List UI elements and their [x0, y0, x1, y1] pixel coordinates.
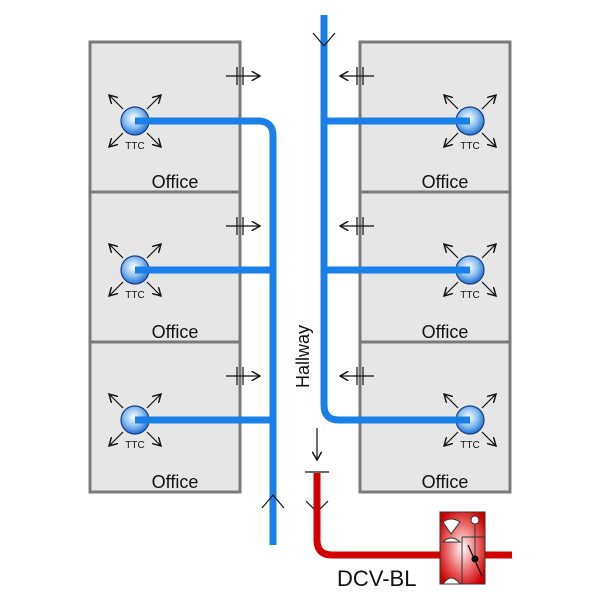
- airflow-arrow-icon: [444, 394, 459, 409]
- damper-label: DCV-BL: [337, 566, 416, 591]
- airflow-arrow-icon: [481, 95, 496, 110]
- airflow-arrow-icon: [444, 132, 459, 147]
- airflow-arrow-icon: [444, 95, 459, 110]
- airflow-arrow-icon: [444, 281, 459, 296]
- airflow-arrow-icon: [146, 431, 161, 446]
- room-outline: [88, 40, 242, 194]
- airflow-arrow-icon: [481, 394, 496, 409]
- airflow-arrow-icon: [109, 132, 124, 147]
- room-outline: [358, 40, 512, 194]
- hallway-label: Hallway: [293, 325, 313, 388]
- transfer-grille-icon: [226, 67, 260, 85]
- airflow-arrow-icon: [146, 132, 161, 147]
- airflow-arrow-icon: [109, 431, 124, 446]
- main-exhaust-duct: [313, 473, 512, 559]
- airflow-arrow-icon: [109, 394, 124, 409]
- ttc-label: TTC: [460, 141, 479, 152]
- outlet-arrow-bottom: [261, 494, 285, 509]
- inlet-arrow-top: [312, 32, 336, 47]
- transfer-grille-icon: [340, 367, 374, 385]
- airflow-arrow-icon: [146, 95, 161, 110]
- dcv-bl-damper[interactable]: [439, 511, 486, 585]
- actuator-icon: [470, 515, 480, 525]
- office-room[interactable]: Office TTC: [88, 40, 242, 194]
- airflow-arrow-icon: [481, 431, 496, 446]
- ttc-label: TTC: [125, 290, 144, 301]
- room-label: Office: [152, 322, 199, 342]
- room-label: Office: [422, 322, 469, 342]
- airflow-arrow-icon: [481, 244, 496, 259]
- airflow-arrow-icon: [146, 244, 161, 259]
- sensor-icon: [442, 518, 461, 535]
- flow-arrows: [261, 32, 336, 513]
- office-room[interactable]: Office TTC: [358, 40, 512, 194]
- transfer-grille-icon: [340, 217, 374, 235]
- right-riser-duct: [320, 15, 470, 424]
- airflow-arrow-icon: [109, 244, 124, 259]
- transfer-grille-icon: [226, 367, 260, 385]
- transfer-grille-icon: [226, 217, 260, 235]
- transfer-grille-icon: [340, 67, 374, 85]
- airflow-arrow-icon: [109, 95, 124, 110]
- ttc-label: TTC: [460, 290, 479, 301]
- airflow-arrow-icon: [481, 132, 496, 147]
- ttc-label: TTC: [460, 440, 479, 451]
- ttc-label: TTC: [125, 141, 144, 152]
- supply-ducts: [135, 15, 470, 545]
- airflow-arrow-icon: [146, 281, 161, 296]
- room-label: Office: [422, 172, 469, 192]
- transfer-grilles: [226, 67, 374, 385]
- room-label: Office: [152, 472, 199, 492]
- airflow-arrow-icon: [444, 431, 459, 446]
- room-label: Office: [152, 172, 199, 192]
- left-riser-duct: [135, 117, 277, 545]
- room-label: Office: [422, 472, 469, 492]
- airflow-arrow-icon: [146, 394, 161, 409]
- airflow-arrow-icon: [109, 281, 124, 296]
- airflow-arrow-icon: [481, 281, 496, 296]
- ttc-label: TTC: [125, 440, 144, 451]
- airflow-arrow-icon: [444, 244, 459, 259]
